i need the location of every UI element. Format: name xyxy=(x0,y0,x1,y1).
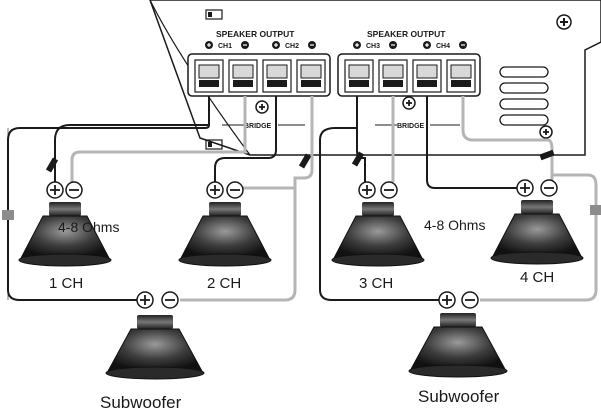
terminal-icon xyxy=(446,59,476,93)
bridge-label-left: BRIDGE xyxy=(244,123,272,130)
terminal-icon xyxy=(412,59,442,93)
plus-terminal-icon xyxy=(358,181,376,199)
cable-marker-icon xyxy=(2,149,601,220)
subwoofer-label-left: Subwoofer xyxy=(100,393,182,412)
ch3-label: CH3 xyxy=(366,43,380,50)
speaker-4ch xyxy=(490,200,584,265)
minus-terminal-icon xyxy=(65,181,83,199)
ch1-label: CH1 xyxy=(218,43,232,50)
subwoofer-right xyxy=(408,313,508,378)
terminal-block-left xyxy=(187,53,331,97)
terminal-block-right xyxy=(337,53,481,97)
plus-terminal-icon xyxy=(46,181,64,199)
wires-gray xyxy=(70,96,598,302)
minus-terminal-icon xyxy=(461,291,479,309)
speaker-icon xyxy=(331,202,425,267)
bridge-plus-icon xyxy=(539,125,553,139)
minus-terminal-icon xyxy=(540,179,558,197)
ch2-label: CH2 xyxy=(285,43,299,50)
bridge-plus-icon xyxy=(402,96,416,110)
speaker-output-label-left: SPEAKER OUTPUT xyxy=(216,29,295,39)
plus-terminal-icon xyxy=(272,41,280,49)
plus-screw-icon xyxy=(556,14,572,30)
minus-terminal-icon xyxy=(380,181,398,199)
plus-terminal-icon xyxy=(438,291,456,309)
speaker-icon xyxy=(178,202,272,267)
speaker-icon xyxy=(490,200,584,265)
channel-labels: CH1 CH2 CH3 CH4 xyxy=(205,41,467,50)
terminal-icon xyxy=(344,59,374,93)
plus-terminal-icon xyxy=(516,179,534,197)
speaker-label-1ch: 1 CH xyxy=(49,275,83,292)
speaker-2ch xyxy=(178,202,272,267)
vent-slots xyxy=(499,66,549,126)
speaker-3ch xyxy=(331,202,425,267)
terminal-icon xyxy=(228,59,258,93)
ohms-label-right: 4-8 Ohms xyxy=(424,217,485,233)
terminal-icon xyxy=(296,59,326,93)
terminal-icon xyxy=(378,59,408,93)
ohms-label-left: 4-8 Ohms xyxy=(58,219,119,235)
plus-terminal-icon xyxy=(136,291,154,309)
speaker-output-label-right: SPEAKER OUTPUT xyxy=(367,29,446,39)
speaker-icon xyxy=(18,202,112,267)
subwoofer-icon xyxy=(408,313,508,378)
bridge-plus-icon xyxy=(255,100,269,114)
speaker-label-4ch: 4 CH xyxy=(520,269,554,286)
subwoofer-left xyxy=(105,315,205,380)
plus-terminal-icon xyxy=(353,41,361,49)
plus-terminal-icon xyxy=(206,181,224,199)
minus-terminal-icon xyxy=(389,41,397,49)
speaker-terminals xyxy=(46,179,558,309)
minus-terminal-icon xyxy=(161,291,179,309)
subwoofer-icon xyxy=(105,315,205,380)
minus-terminal-icon xyxy=(226,181,244,199)
bridge-label-right: BRIDGE xyxy=(397,123,425,130)
speaker-1ch xyxy=(18,202,112,267)
subwoofer-label-right: Subwoofer xyxy=(418,387,500,406)
amp-indicator-icon xyxy=(205,9,223,20)
terminal-icon xyxy=(194,59,224,93)
minus-terminal-icon xyxy=(241,41,249,49)
amp-indicator-icon xyxy=(205,139,223,150)
minus-terminal-icon xyxy=(459,41,467,49)
speaker-label-2ch: 2 CH xyxy=(207,275,241,292)
speaker-label-3ch: 3 CH xyxy=(359,275,393,292)
plus-terminal-icon xyxy=(423,41,431,49)
ch4-label: CH4 xyxy=(436,43,450,50)
plus-terminal-icon xyxy=(205,41,213,49)
terminal-icon xyxy=(262,59,292,93)
wires-black xyxy=(7,96,518,301)
minus-terminal-icon xyxy=(308,41,316,49)
